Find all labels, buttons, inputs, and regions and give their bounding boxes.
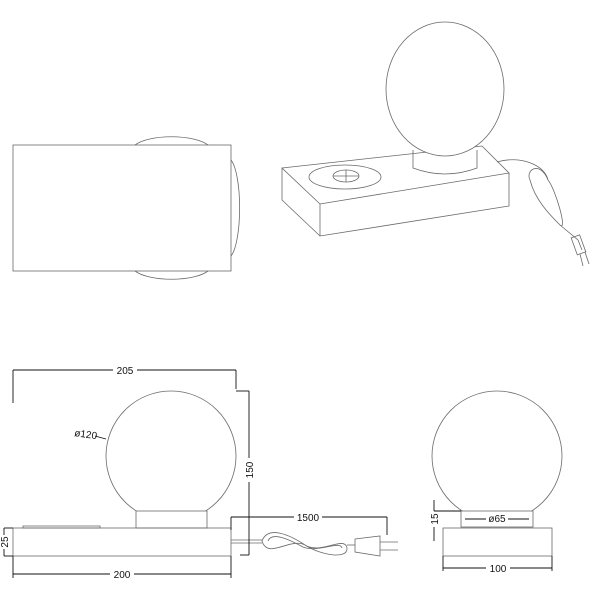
plug bbox=[354, 535, 381, 557]
dim-25: 25 bbox=[0, 536, 11, 548]
leader-line bbox=[94, 435, 107, 440]
globe-arc-top bbox=[134, 136, 209, 146]
globe-holder bbox=[412, 150, 478, 175]
dim-150: 150 bbox=[245, 461, 256, 478]
plug bbox=[570, 234, 587, 256]
base-top-face bbox=[281, 145, 510, 205]
base bbox=[442, 527, 553, 557]
cable-loop bbox=[496, 159, 563, 226]
label-bg bbox=[0, 535, 10, 549]
cable-coil bbox=[261, 532, 348, 556]
front-view: 205 150 ø120 1500 25 200 bbox=[0, 364, 398, 581]
plug-pin-2 bbox=[584, 251, 590, 265]
cable-coil-inner bbox=[267, 536, 343, 549]
switch-recess bbox=[308, 164, 382, 190]
base-outline bbox=[12, 144, 232, 272]
label-bg bbox=[113, 364, 137, 376]
dim-1500: 1500 bbox=[297, 513, 320, 524]
top-view bbox=[12, 136, 241, 280]
dim-205: 205 bbox=[117, 366, 134, 377]
side-view: ø65 15 100 bbox=[430, 390, 563, 575]
label-bg bbox=[294, 511, 322, 523]
dim-100: 100 bbox=[490, 564, 507, 575]
globe-arc-bottom bbox=[134, 270, 209, 280]
label-bg bbox=[243, 458, 255, 482]
dim-holder-diameter: ø65 bbox=[488, 514, 506, 525]
dim-200: 200 bbox=[114, 570, 131, 581]
base bbox=[12, 527, 232, 557]
globe-arc-right bbox=[230, 159, 241, 257]
perspective-view bbox=[281, 21, 590, 267]
globe bbox=[431, 390, 563, 522]
dim-globe-diameter: ø120 bbox=[74, 428, 99, 442]
globe bbox=[385, 21, 505, 157]
label-bg bbox=[110, 568, 134, 580]
plug-pin-1 bbox=[579, 253, 584, 267]
label-bg bbox=[486, 562, 510, 574]
label-bg bbox=[486, 513, 508, 524]
globe bbox=[105, 390, 237, 522]
cable-end bbox=[559, 224, 583, 251]
dim-15: 15 bbox=[430, 513, 441, 525]
globe-holder bbox=[135, 510, 208, 529]
